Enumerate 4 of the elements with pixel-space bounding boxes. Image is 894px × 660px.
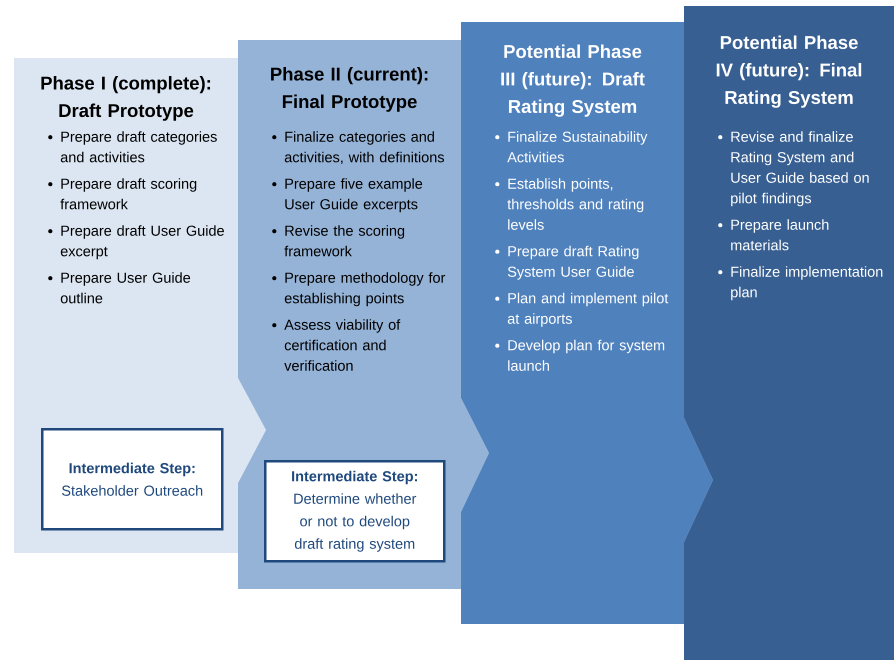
intermediate-step-box: Intermediate Step: Determine whether or not to develop draft rating system <box>264 460 446 562</box>
phase-panel: Potential Phase III (future): Draft Rating System Finalize Sustainability Activities Establish points, thresholds and rating levels Prepare draft Rating System User Guide Plan and implement pilot at airports Develop plan for system launch <box>461 22 713 624</box>
phase-panel: Potential Phase IV (future): Final Rating System Revise and finalize Rating System and User Guide based on pilot findings Prepare launch materials Finalize implementation plan <box>684 6 894 660</box>
intermediate-step-box: Intermediate Step: Stakeholder Outreach <box>41 428 224 530</box>
